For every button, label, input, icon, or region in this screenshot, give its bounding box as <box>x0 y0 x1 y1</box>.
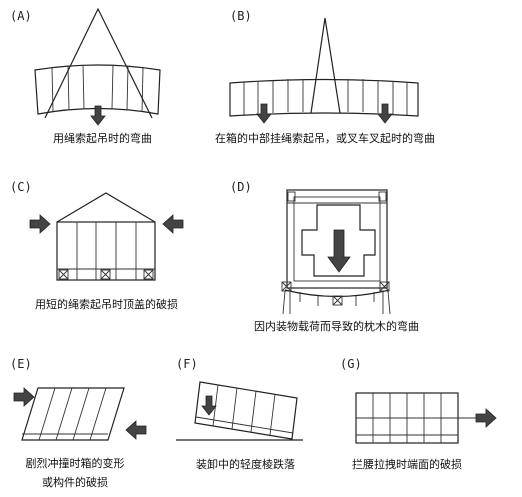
panel-b-caption: 在箱的中部挂绳索起吊，或叉车叉起时的弯曲 <box>215 132 435 145</box>
panel-c-caption: 用短的绳索起吊时顶盖的破损 <box>35 298 178 311</box>
panel-f-crate <box>194 381 298 440</box>
panel-c-skid-mid-icon <box>100 269 111 280</box>
panel-f-label: (F) <box>176 357 198 371</box>
panel-d-down-arrow-icon <box>327 229 351 273</box>
panel-e-label: (E) <box>10 357 32 371</box>
panel-c-skid-left-icon <box>58 269 69 280</box>
panel-d-skid-mid-icon <box>332 295 343 306</box>
panel-c-skid-right-icon <box>143 269 154 280</box>
panel-c-rope <box>56 192 156 223</box>
panel-d-crate <box>286 189 388 289</box>
panel-e-right-arrow-icon <box>125 420 147 440</box>
panel-b-label: (B) <box>230 9 252 23</box>
panel-a-rope <box>44 7 153 119</box>
panel-d-skid-right-icon <box>379 281 390 292</box>
panel-a-caption: 用绳索起吊时的弯曲 <box>53 132 152 145</box>
panel-b-rope <box>310 17 341 114</box>
panel-d-skid-left-icon <box>281 281 292 292</box>
panel-a-down-arrow-icon <box>90 105 106 126</box>
panel-d-content <box>301 204 376 277</box>
panel-e-caption-line-1: 剧烈冲撞时箱的变形 <box>25 457 125 470</box>
panel-g-caption: 拦腰拉拽时端面的破损 <box>352 458 462 471</box>
panel-e-caption: 剧烈冲撞时箱的变形 或构件的破损 <box>20 454 130 492</box>
panel-b-right-arrow-icon <box>377 103 393 124</box>
panel-f-caption: 装卸中的轻度棱跌落 <box>196 458 295 471</box>
panel-b-crate <box>229 78 419 117</box>
panel-c-right-arrow-icon <box>162 214 184 234</box>
panel-a-crate <box>34 64 161 115</box>
panel-e-crate <box>21 387 125 441</box>
panel-d-legs <box>282 290 391 315</box>
panel-c-crate <box>56 221 156 281</box>
panel-b-left-arrow-icon <box>256 103 272 124</box>
panel-g-label: (G) <box>340 357 362 371</box>
panel-d-skid <box>284 289 390 306</box>
panel-c-label: (C) <box>10 180 32 194</box>
panel-a-label: (A) <box>10 9 32 23</box>
panel-e-left-arrow-icon <box>13 387 35 407</box>
panel-d-caption: 因内装物载荷而导致的枕木的弯曲 <box>254 320 419 333</box>
panel-e-caption-line-2: 或构件的破损 <box>42 476 108 489</box>
panel-c-left-arrow-icon <box>29 214 51 234</box>
panel-g-right-arrow-icon <box>475 408 497 428</box>
panel-d-label: (D) <box>230 180 252 194</box>
panel-f-down-arrow-icon <box>201 395 217 416</box>
panel-g-crate <box>355 392 459 444</box>
